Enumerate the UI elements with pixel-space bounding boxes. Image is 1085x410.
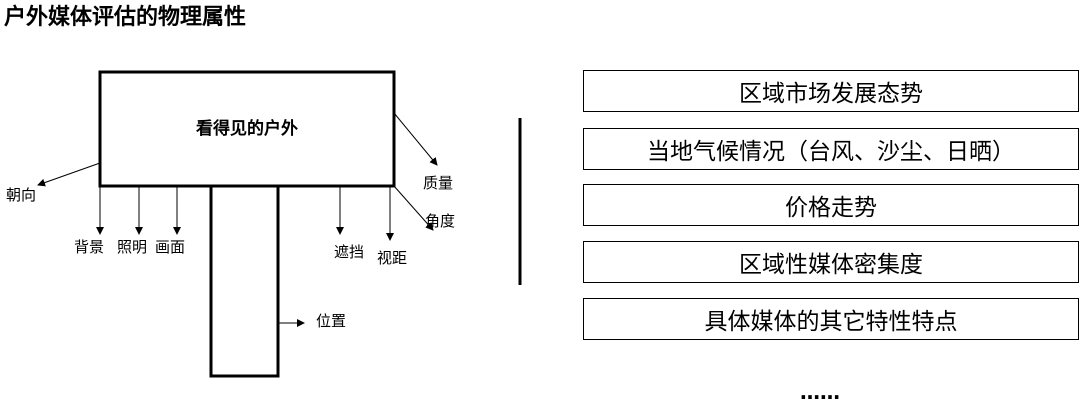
billboard-pole — [209, 184, 280, 378]
factor-box-climate: 当地气候情况（台风、沙尘、日晒） — [583, 128, 1079, 170]
picture-label: 画面 — [155, 238, 186, 256]
angle-label: 角度 — [425, 212, 456, 230]
orientation-label: 朝向 — [6, 186, 37, 204]
quality-label: 质量 — [423, 174, 454, 192]
location-label: 位置 — [316, 312, 347, 330]
angle-arrow — [393, 185, 434, 231]
factor-box-media-density: 区域性媒体密集度 — [583, 241, 1079, 283]
orientation-arrow — [37, 162, 101, 187]
billboard-label: 看得见的户外 — [196, 119, 298, 139]
lighting-label: 照明 — [117, 238, 148, 256]
quality-arrow — [393, 112, 438, 166]
factor-box-price-trend: 价格走势 — [583, 184, 1079, 226]
billboard-panel — [98, 70, 396, 188]
page-title: 户外媒体评估的物理属性 — [4, 5, 247, 30]
factor-box-other-features: 具体媒体的其它特性特点 — [583, 298, 1079, 340]
viewing-distance-label: 视距 — [377, 249, 408, 267]
factor-box-market-trend: 区域市场发展态势 — [583, 70, 1079, 112]
obstruction-label: 遮挡 — [334, 243, 365, 261]
background-label: 背景 — [74, 238, 105, 256]
more-ellipsis: …… — [800, 380, 840, 404]
